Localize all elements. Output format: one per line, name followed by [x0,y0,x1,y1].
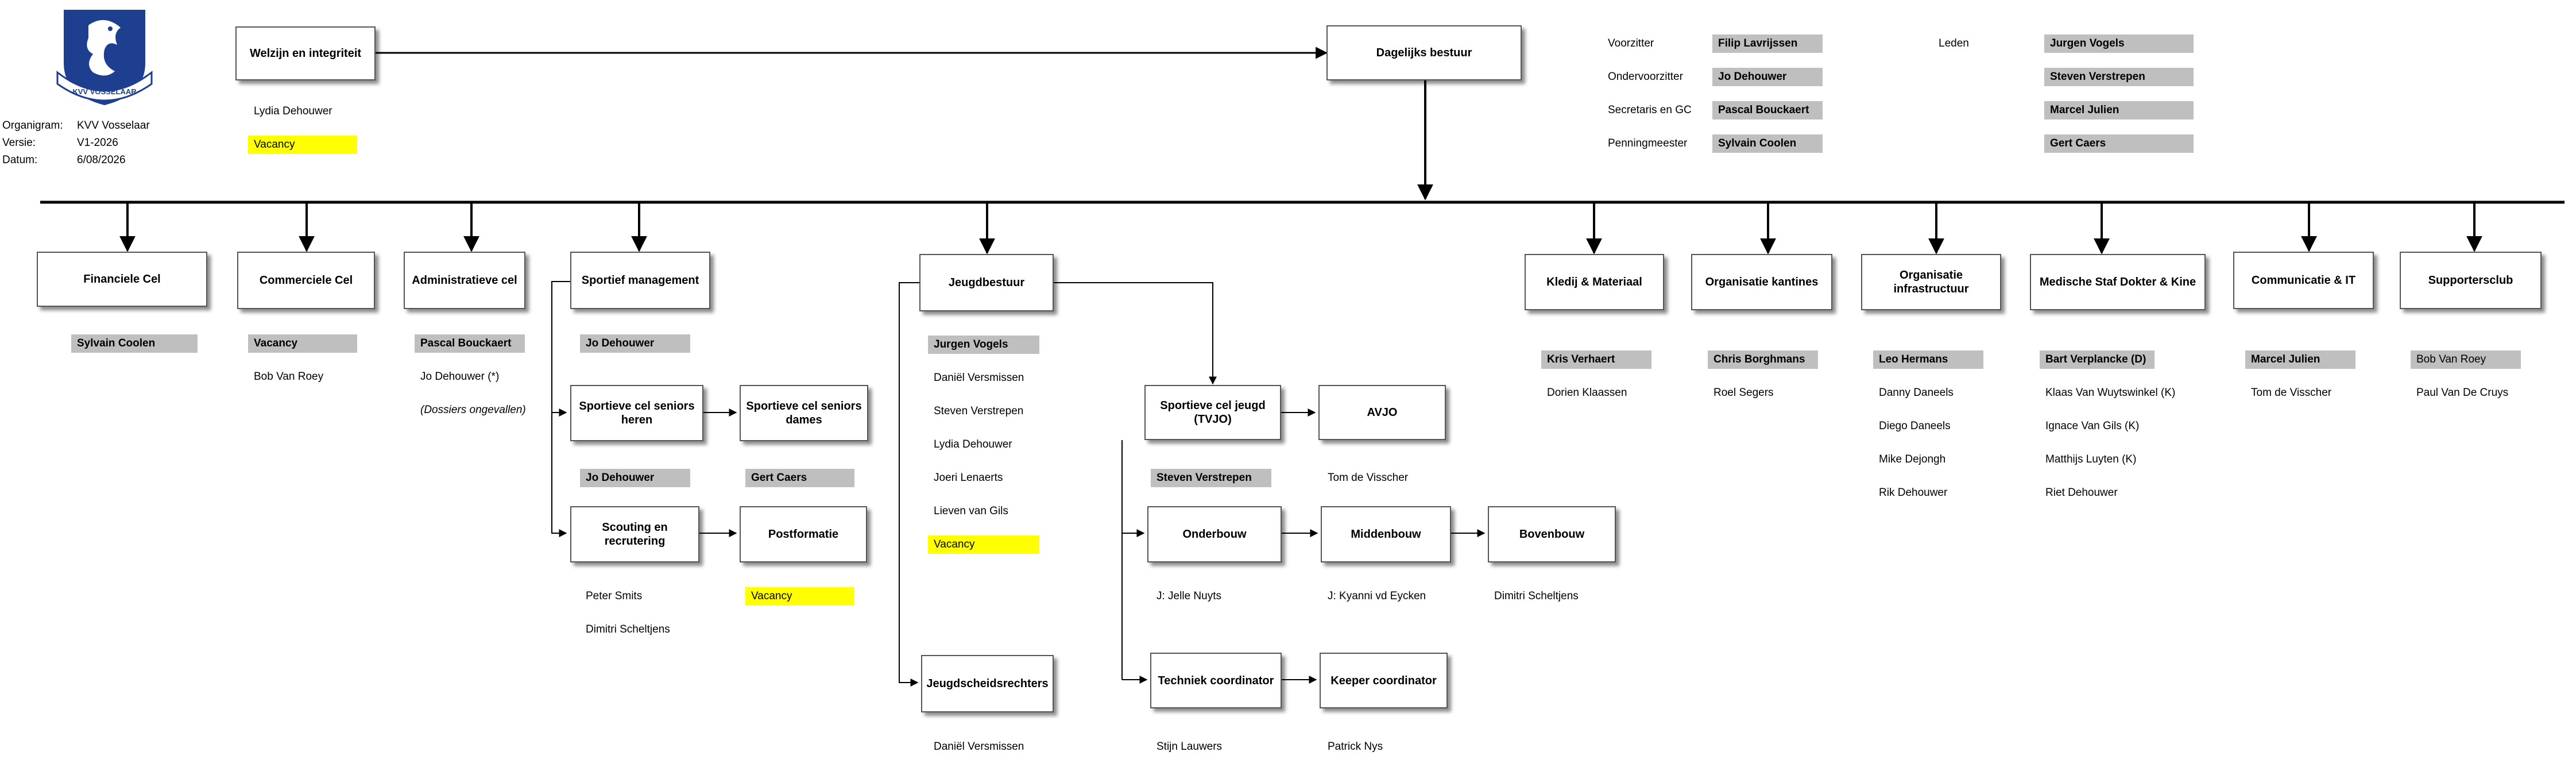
box-dagelijks-bestuur[interactable]: Dagelijks bestuur [1326,25,1522,80]
box-scouting-recrutering[interactable]: Scouting en recrutering [570,506,699,562]
person-vacancy: Vacancy [745,587,854,606]
person-note: (Dossiers ongevallen) [420,404,526,416]
box-jeugdscheidsrechters[interactable]: Jeugdscheidsrechters [921,655,1054,712]
person-name: Lieven van Gils [934,505,1008,517]
leden-name: Jurgen Vogels [2044,34,2194,53]
board-role: Ondervoorzitter [1608,71,1683,83]
person-name: Steven Verstrepen [1151,469,1271,487]
person-name: J: Jelle Nuyts [1157,590,1221,602]
person-name: Stijn Lauwers [1157,741,1223,753]
person-name: J: Kyanni vd Eycken [1328,590,1426,602]
person-name: Danny Daneels [1879,387,1954,399]
box-jeugdbestuur[interactable]: Jeugdbestuur [919,254,1054,311]
person-name: Daniël Versmissen [934,372,1024,384]
person-name: Klaas Van Wuytswinkel (K) [2045,387,2176,399]
meta-label: Datum: [2,154,38,166]
leden-name: Gert Caers [2044,134,2194,153]
board-name: Filip Lavrijssen [1712,34,1823,53]
box-postformatie[interactable]: Postformatie [740,506,867,562]
box-onderbouw[interactable]: Onderbouw [1147,506,1282,562]
board-name: Jo Dehouwer [1712,68,1823,86]
person-name: Bart Verplancke (D) [2040,350,2155,369]
box-avjo[interactable]: AVJO [1318,385,1446,440]
person-name: Bob Van Roey [254,371,324,383]
person-name: Jo Dehouwer [580,334,690,353]
person-name: Dorien Klaassen [1547,387,1627,399]
box-supportersclub[interactable]: Supportersclub [2400,252,2542,309]
welzijn-person: Lydia Dehouwer [254,105,332,117]
box-administratieve-cel[interactable]: Administratieve cel [404,252,525,309]
person-name: Tom de Visscher [2251,387,2332,399]
box-commerciele-cel[interactable]: Commerciele Cel [237,252,375,309]
person-name: Sylvain Coolen [71,334,198,353]
box-seniors-heren[interactable]: Sportieve cel seniors heren [570,385,703,441]
person-name: Daniël Versmissen [934,741,1024,753]
person-name: Dimitri Scheltjens [586,623,670,635]
meta-value: V1-2026 [77,137,118,149]
meta-label: Organigram: [2,120,63,132]
person-name: Roel Segers [1714,387,1774,399]
person-name: Lydia Dehouwer [934,438,1012,450]
box-tvjo[interactable]: Sportieve cel jeugd (TVJO) [1144,385,1281,440]
person-name: Jo Dehouwer (*) [420,371,500,383]
person-name: Ignace Van Gils (K) [2045,420,2140,432]
leden-name: Steven Verstrepen [2044,68,2194,86]
person-name: Jo Dehouwer [580,469,690,487]
person-name: Joeri Lenaerts [934,472,1003,484]
person-name: Leo Hermans [1873,350,1983,369]
box-sportief-management[interactable]: Sportief management [570,252,710,309]
person-name: Matthijs Luyten (K) [2045,453,2137,465]
person-name: Dimitri Scheltjens [1494,590,1579,602]
person-name: Steven Verstrepen [934,405,1024,417]
person-name: Kris Verhaert [1541,350,1651,369]
board-role: Voorzitter [1608,37,1654,49]
person-name: Chris Borghmans [1708,350,1818,369]
box-seniors-dames[interactable]: Sportieve cel seniors dames [740,385,868,441]
person-name: Rik Dehouwer [1879,487,1948,499]
box-bovenbouw[interactable]: Bovenbouw [1488,506,1616,562]
club-logo: KVV VOSSELAAR [53,8,156,107]
board-role: Penningmeester [1608,137,1688,149]
person-name: Mike Dejongh [1879,453,1946,465]
person-name: Peter Smits [586,590,643,602]
box-kledij-materiaal[interactable]: Kledij & Materiaal [1525,254,1664,310]
box-welzijn[interactable]: Welzijn en integriteit [235,26,376,80]
box-organisatie-infrastructuur[interactable]: Organisatie infrastructuur [1861,254,2001,310]
box-techniek-coordinator[interactable]: Techniek coordinator [1150,653,1282,708]
person-vacancy: Vacancy [928,535,1039,554]
box-keeper-coordinator[interactable]: Keeper coordinator [1320,653,1448,708]
person-name: Tom de Visscher [1328,472,1409,484]
meta-value: 6/08/2026 [77,154,126,166]
leden-name: Marcel Julien [2044,101,2194,120]
box-medische-staf[interactable]: Medische Staf Dokter & Kine [2030,254,2206,310]
person-name: Paul Van De Cruys [2416,387,2509,399]
person-name: Patrick Nys [1328,741,1383,753]
svg-text:KVV VOSSELAAR: KVV VOSSELAAR [72,87,137,96]
person-name: Gert Caers [745,469,854,487]
person-name: Marcel Julien [2245,350,2355,369]
meta-label: Versie: [2,137,36,149]
welzijn-vacancy: Vacancy [248,136,357,154]
board-name: Sylvain Coolen [1712,134,1823,153]
board-role: Secretaris en GC [1608,104,1692,116]
leden-label: Leden [1939,37,1969,49]
person-name: Riet Dehouwer [2045,487,2118,499]
box-communicatie-it[interactable]: Communicatie & IT [2233,252,2374,309]
meta-value: KVV Vosselaar [77,120,150,132]
box-organisatie-kantines[interactable]: Organisatie kantines [1691,254,1832,310]
person-name: Pascal Bouckaert [415,334,525,353]
person-name: Vacancy [248,334,357,353]
board-name: Pascal Bouckaert [1712,101,1823,120]
box-financiele-cel[interactable]: Financiele Cel [37,252,207,307]
person-name: Bob Van Roey [2411,350,2521,369]
box-middenbouw[interactable]: Middenbouw [1321,506,1451,562]
person-name: Jurgen Vogels [928,336,1039,354]
person-name: Diego Daneels [1879,420,1951,432]
